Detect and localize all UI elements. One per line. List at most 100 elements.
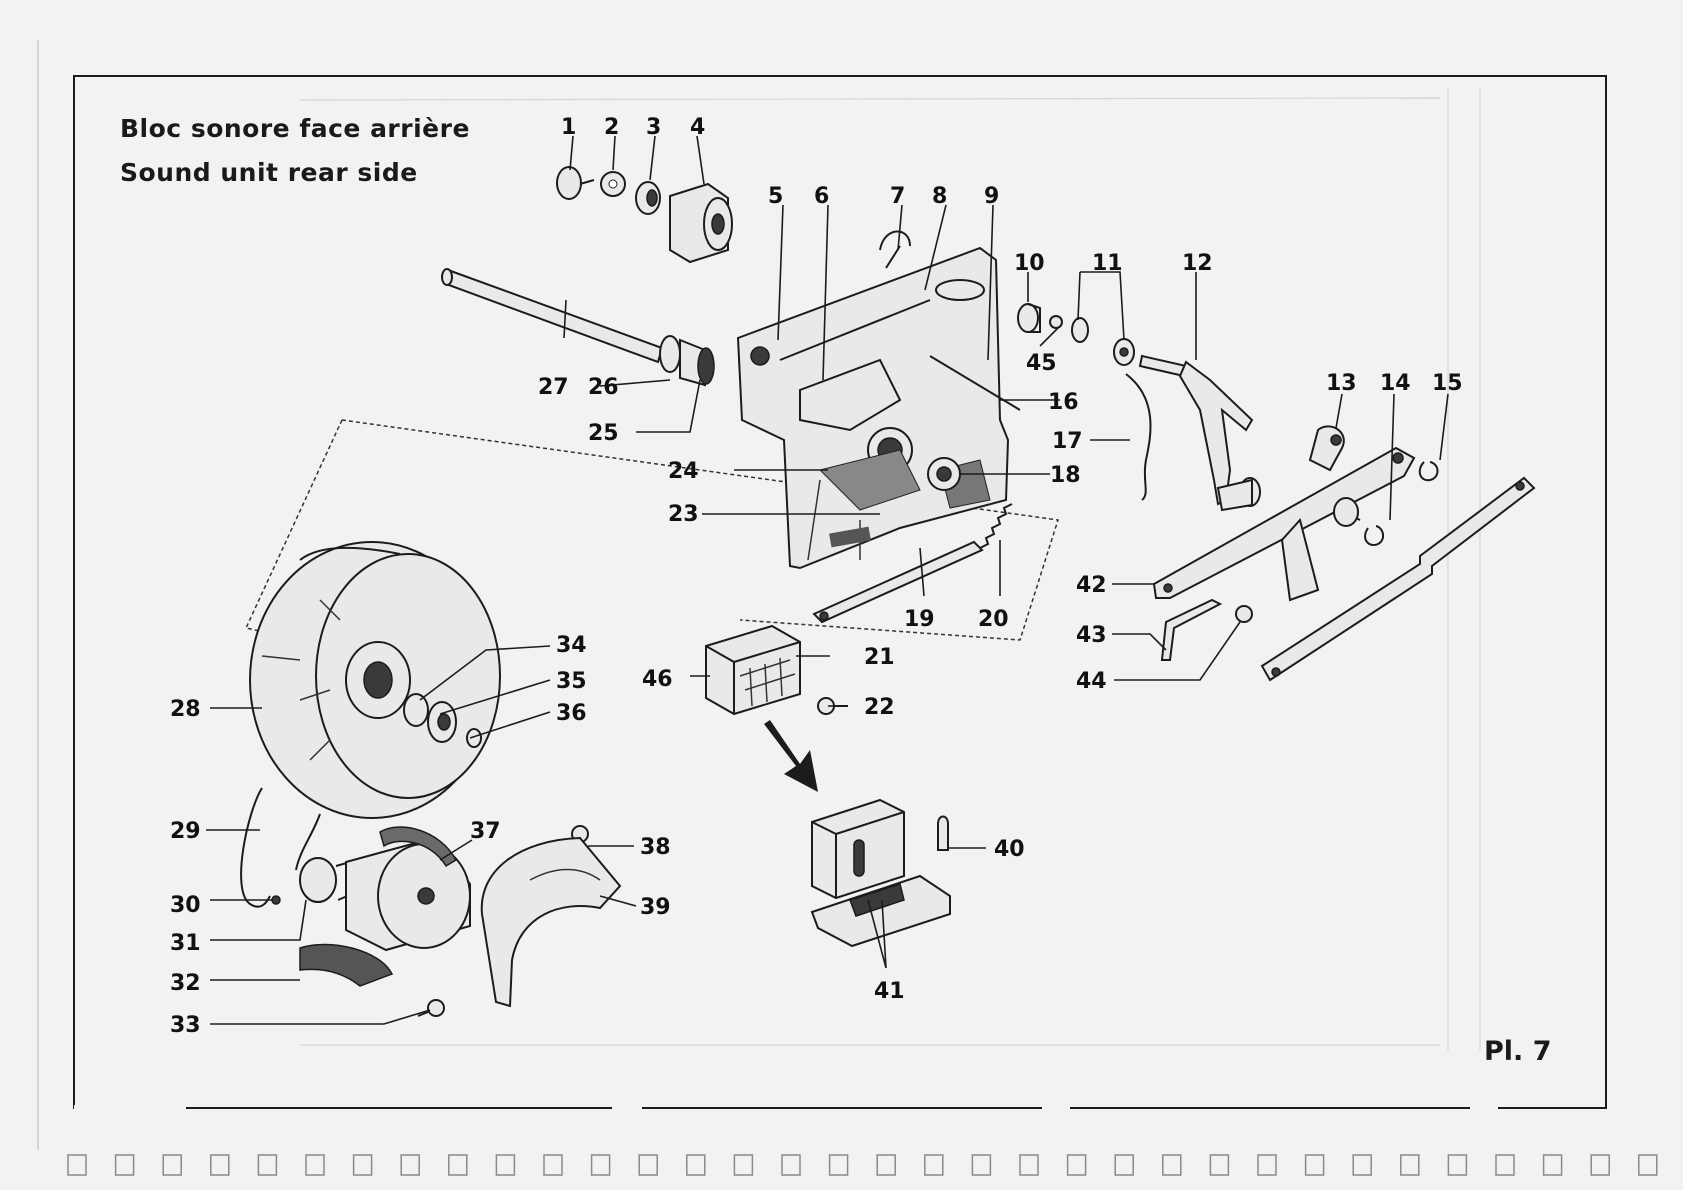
- callout-8: 8: [932, 184, 947, 209]
- callout-11: 11: [1092, 251, 1123, 276]
- callout-21: 21: [864, 645, 895, 670]
- part-1-screw: [557, 167, 594, 199]
- perforation-hole: [1020, 1155, 1038, 1175]
- part-12-lever: [1140, 356, 1260, 510]
- part-35-bushing: [428, 702, 456, 742]
- perforation-hole: [830, 1155, 848, 1175]
- callout-43: 43: [1076, 623, 1107, 648]
- perforation-hole: [1210, 1155, 1228, 1175]
- callout-16: 16: [1048, 390, 1079, 415]
- part-32-bracket: [300, 944, 392, 986]
- part-10-bushing: [1018, 304, 1040, 332]
- perforation-hole: [972, 1155, 990, 1175]
- perforation-hole: [354, 1155, 372, 1175]
- callout-5: 5: [768, 184, 783, 209]
- callout-29: 29: [170, 819, 201, 844]
- perforation-hole: [1068, 1155, 1086, 1175]
- perforation-hole: [258, 1155, 276, 1175]
- part-43-plate: [1162, 600, 1220, 660]
- callout-14: 14: [1380, 371, 1411, 396]
- perforation-hole: [782, 1155, 800, 1175]
- part-34-washer: [404, 694, 428, 726]
- callout-7: 7: [890, 184, 905, 209]
- part-4-pulley: [670, 184, 732, 262]
- callout-45: 45: [1026, 351, 1057, 376]
- perforation-hole: [68, 1155, 86, 1175]
- callout-1: 1: [561, 115, 576, 140]
- part-45-clip: [1050, 316, 1062, 328]
- perforation-hole: [877, 1155, 895, 1175]
- perforation-hole: [687, 1155, 705, 1175]
- callout-20: 20: [978, 607, 1009, 632]
- callout-40: 40: [994, 837, 1025, 862]
- callout-33: 33: [170, 1013, 201, 1038]
- perforation-hole: [1448, 1155, 1466, 1175]
- callout-13: 13: [1326, 371, 1357, 396]
- perforation-hole: [1306, 1155, 1324, 1175]
- perforation-hole: [306, 1155, 324, 1175]
- perforation-hole: [163, 1155, 181, 1175]
- callout-30: 30: [170, 893, 201, 918]
- perforation-hole: [639, 1155, 657, 1175]
- perforation-hole: [1401, 1155, 1419, 1175]
- part-30-plug: [272, 896, 280, 904]
- callout-44: 44: [1076, 669, 1107, 694]
- perforation-hole: [1353, 1155, 1371, 1175]
- perforation-hole: [211, 1155, 229, 1175]
- callout-36: 36: [556, 701, 587, 726]
- part-39-clamp: [482, 838, 620, 1006]
- part-14-clip: [1365, 526, 1383, 545]
- callout-10: 10: [1014, 251, 1045, 276]
- perforation-hole: [401, 1155, 419, 1175]
- perforation-hole: [1544, 1155, 1562, 1175]
- callout-28: 28: [170, 697, 201, 722]
- callout-3: 3: [646, 115, 661, 140]
- part-28-drum: [250, 542, 500, 818]
- callout-6: 6: [814, 184, 829, 209]
- perforation-hole: [1163, 1155, 1181, 1175]
- arrow-icon: [764, 720, 818, 792]
- perforation-hole: [734, 1155, 752, 1175]
- callout-27: 27: [538, 375, 569, 400]
- perforation-hole: [1115, 1155, 1133, 1175]
- callout-37: 37: [470, 819, 501, 844]
- callout-31: 31: [170, 931, 201, 956]
- part-2-star-washer: [601, 172, 625, 196]
- perforation-hole: [592, 1155, 610, 1175]
- callout-18: 18: [1050, 463, 1081, 488]
- callout-46: 46: [642, 667, 673, 692]
- callout-25: 25: [588, 421, 619, 446]
- callout-22: 22: [864, 695, 895, 720]
- perforation-hole: [1258, 1155, 1276, 1175]
- callout-15: 15: [1432, 371, 1463, 396]
- callout-19: 19: [904, 607, 935, 632]
- callout-4: 4: [690, 115, 705, 140]
- perforation-hole: [449, 1155, 467, 1175]
- callout-9: 9: [984, 184, 999, 209]
- part-40-lamp: [938, 817, 948, 851]
- part-41-holder: [812, 800, 950, 946]
- perforation-hole: [496, 1155, 514, 1175]
- callout-34: 34: [556, 633, 587, 658]
- part-17-spring-wire: [1126, 374, 1151, 500]
- callout-39: 39: [640, 895, 671, 920]
- perforation-hole: [925, 1155, 943, 1175]
- callout-35: 35: [556, 669, 587, 694]
- perforation-hole: [544, 1155, 562, 1175]
- callout-24: 24: [668, 459, 699, 484]
- callout-26: 26: [588, 375, 619, 400]
- part-42-link-bar: [1154, 448, 1414, 600]
- perforation-hole: [116, 1155, 134, 1175]
- callout-12: 12: [1182, 251, 1213, 276]
- callout-2: 2: [604, 115, 619, 140]
- callout-23: 23: [668, 502, 699, 527]
- perforation-strip: [68, 1155, 1657, 1175]
- callout-42: 42: [1076, 573, 1107, 598]
- callout-38: 38: [640, 835, 671, 860]
- perforation-hole: [1639, 1155, 1657, 1175]
- part-33-screw: [418, 1000, 444, 1016]
- part-27-shaft: [442, 269, 714, 385]
- callout-32: 32: [170, 971, 201, 996]
